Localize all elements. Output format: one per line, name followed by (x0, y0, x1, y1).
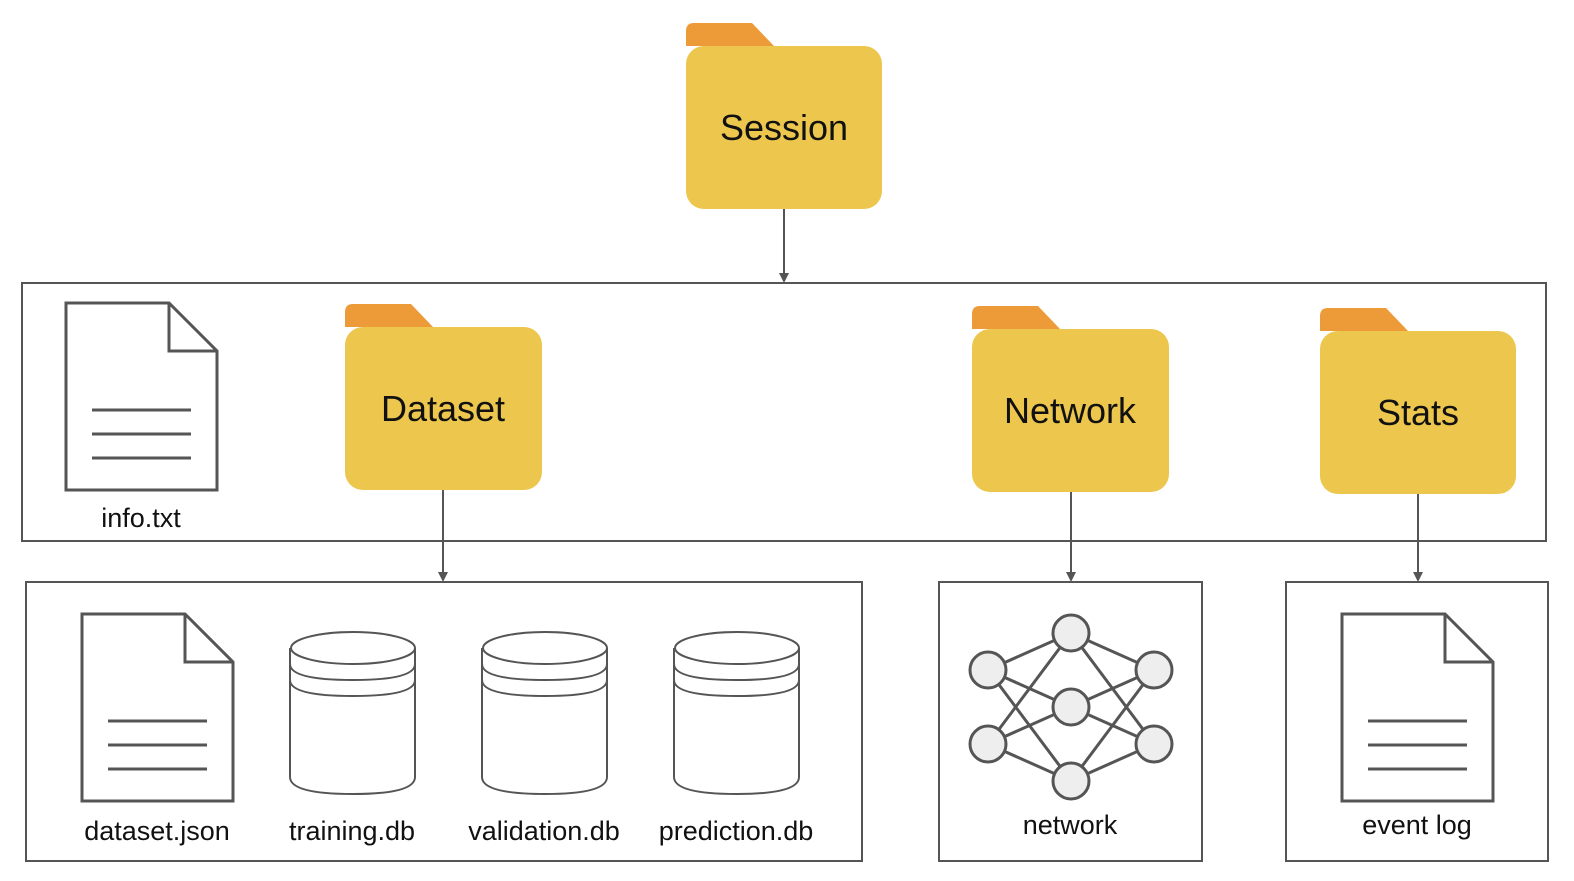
output-node (1134, 724, 1174, 764)
stats-folder[interactable]: Stats (1320, 308, 1516, 494)
folder-icon (686, 23, 882, 209)
stats-contents-box (1285, 581, 1549, 862)
info-file-label: info.txt (101, 503, 181, 533)
training-db-label: training.db (289, 816, 415, 846)
hidden-node (1051, 687, 1091, 727)
network-file-label: network (1023, 810, 1118, 840)
folder-icon (345, 304, 542, 490)
document-icon (80, 612, 235, 803)
folder-icon (1320, 308, 1516, 494)
stats-folder-label: Stats (1377, 392, 1459, 433)
network-folder-label: Network (1004, 390, 1137, 431)
training-db-file[interactable]: training.db (289, 631, 416, 846)
input-node (968, 650, 1008, 690)
dataset-folder[interactable]: Dataset (345, 304, 542, 490)
session-folder-label: Session (720, 107, 848, 148)
database-icon (673, 631, 800, 796)
session-contents-box (21, 282, 1547, 542)
output-node (1134, 650, 1174, 690)
dataset-json-file[interactable]: dataset.json (80, 612, 235, 846)
validation-db-label: validation.db (468, 816, 620, 846)
event-log-label: event log (1362, 810, 1472, 840)
dataset-contents-box (25, 581, 863, 862)
prediction-db-file[interactable]: prediction.db (659, 631, 814, 846)
input-node (968, 724, 1008, 764)
network-file[interactable]: network (968, 613, 1174, 840)
document-icon (64, 301, 219, 492)
info-file[interactable]: info.txt (64, 301, 219, 533)
dataset-json-label: dataset.json (84, 816, 230, 846)
validation-db-file[interactable]: validation.db (468, 631, 620, 846)
hidden-node (1051, 761, 1091, 801)
event-log-file[interactable]: event log (1340, 612, 1495, 840)
folder-icon (972, 306, 1169, 492)
dataset-folder-label: Dataset (381, 388, 505, 429)
prediction-db-label: prediction.db (659, 816, 814, 846)
network-folder[interactable]: Network (972, 306, 1169, 492)
neural-network-icon (968, 613, 1174, 801)
database-icon (289, 631, 416, 796)
document-icon (1340, 612, 1495, 803)
session-folder[interactable]: Session (686, 23, 882, 209)
database-icon (481, 631, 608, 796)
network-contents-box (938, 581, 1203, 862)
hidden-node (1051, 613, 1091, 653)
